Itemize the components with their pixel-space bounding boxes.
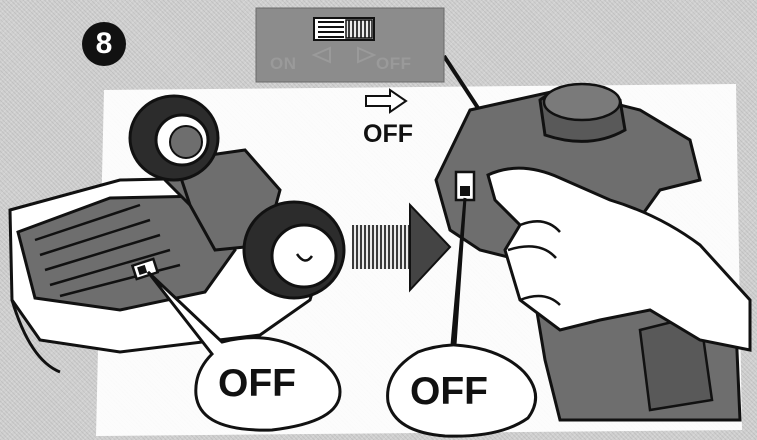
direction-off-label: OFF — [363, 120, 413, 149]
switch-off-label: OFF — [376, 54, 412, 74]
switch-on-label: ON — [270, 54, 297, 74]
callout-car-off-label: OFF — [218, 362, 296, 406]
step-number-badge: 8 — [82, 22, 126, 66]
callout-transmitter-off-label: OFF — [410, 370, 488, 414]
